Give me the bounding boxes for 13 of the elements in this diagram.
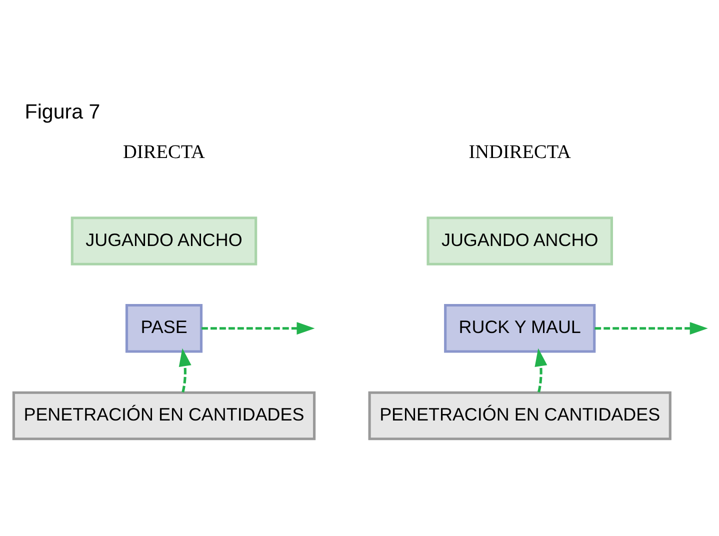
arrow	[534, 348, 548, 392]
arrow	[594, 322, 708, 335]
node-box: JUGANDO ANCHO	[426, 216, 613, 266]
label: DIRECTA	[123, 142, 205, 164]
diagram-title: Figura 7	[24, 100, 100, 124]
node-box: RUCK Y MAUL	[444, 304, 596, 353]
arrow	[178, 348, 192, 392]
node-box: PENETRACIÓN EN CANTIDADES	[12, 391, 316, 440]
arrow	[202, 322, 315, 335]
node-box: PASE	[125, 304, 203, 353]
node-box: PENETRACIÓN EN CANTIDADES	[368, 391, 672, 440]
node-box: JUGANDO ANCHO	[70, 216, 258, 266]
label: INDIRECTA	[468, 142, 571, 164]
